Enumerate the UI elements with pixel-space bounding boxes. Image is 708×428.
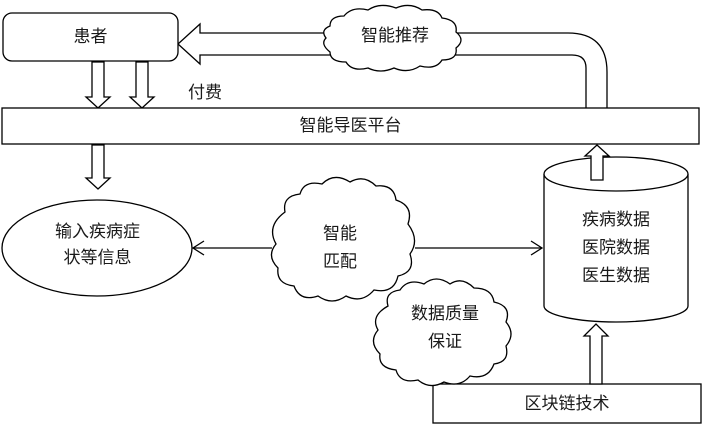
match-to-database-arrowhead [530, 240, 544, 256]
database-top [543, 156, 689, 192]
patient-node[interactable] [2, 12, 179, 62]
database-node[interactable] [543, 174, 689, 323]
platform-to-input-arrow [84, 144, 112, 190]
input-info-label-line-1: 输入疾病症 [55, 222, 140, 242]
data-quality-label-line-2: 保证 [428, 332, 462, 352]
smart-recommend-cloud[interactable] [323, 4, 462, 72]
smart-match-label-line-1: 智能 [323, 224, 357, 244]
match-to-input-arrowhead [191, 240, 205, 256]
input-info-label-line-2: 状等信息 [63, 248, 132, 268]
database-label-line-3: 医生数据 [582, 266, 650, 286]
blockchain-node[interactable] [432, 383, 702, 424]
data-quality-cloud[interactable] [372, 278, 512, 387]
patient-to-platform-arrow-1 [84, 61, 112, 109]
database-to-platform-arrow [583, 144, 611, 181]
smart-match-label-line-2: 匹配 [323, 252, 357, 272]
platform-label: 智能导医平台 [299, 116, 402, 136]
database-label-line-2: 医院数据 [582, 238, 650, 258]
patient-to-platform-arrow-2 [128, 61, 156, 109]
platform-node[interactable] [1, 107, 700, 145]
recommend-arrow [177, 22, 608, 108]
smart-recommend-label: 智能推荐 [361, 26, 429, 46]
smart-match-cloud[interactable] [270, 176, 416, 302]
blockchain-to-database-arrow [582, 323, 610, 385]
payment-label: 付费 [188, 83, 222, 103]
database-label-line-1: 疾病数据 [582, 210, 650, 230]
data-quality-label-line-1: 数据质量 [411, 304, 479, 324]
blockchain-label: 区块链技术 [524, 394, 610, 414]
patient-label: 患者 [73, 27, 108, 47]
